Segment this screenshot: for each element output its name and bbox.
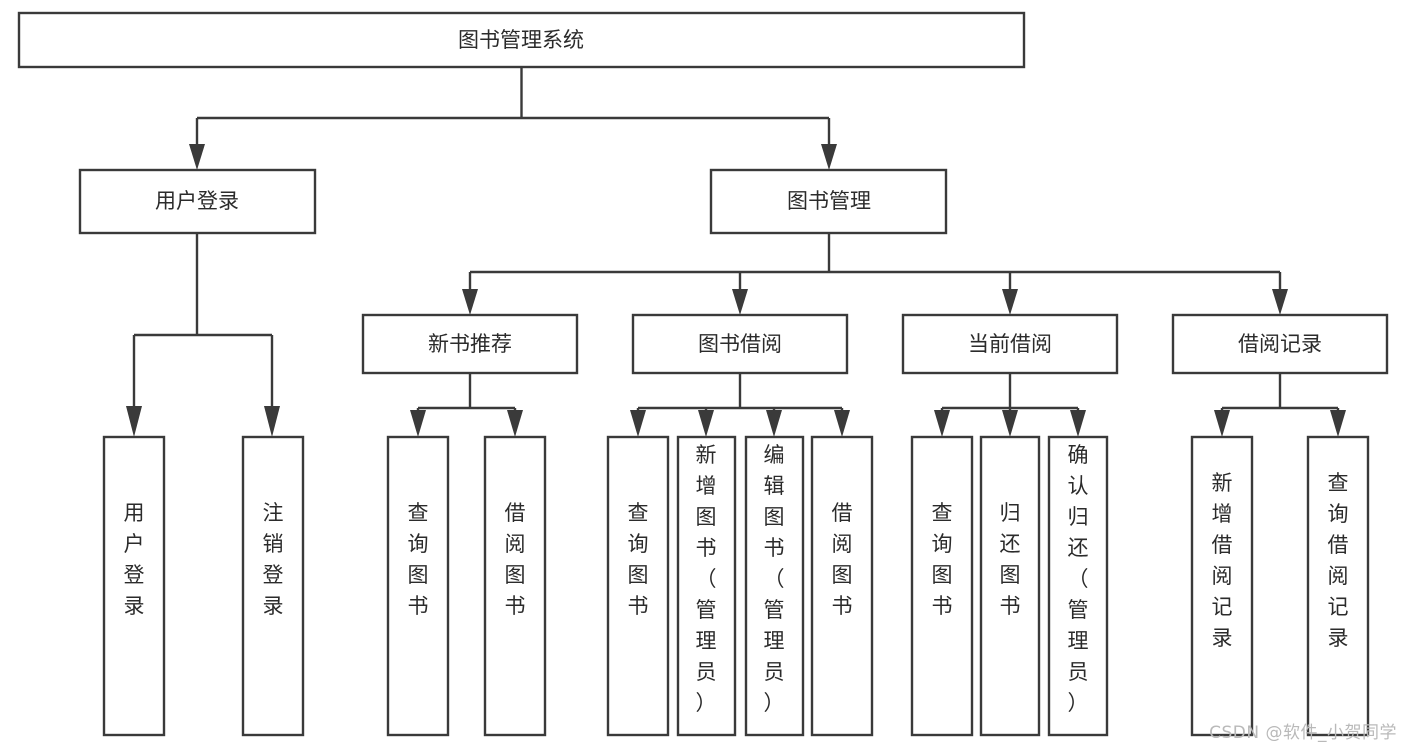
leaf-node[interactable]: 编辑图书（管理员） (744, 435, 805, 737)
leaf-box-1[interactable] (102, 435, 166, 737)
arrow-head-leaf10 (1002, 410, 1018, 437)
arrow-head-leaf5 (630, 410, 646, 437)
node-newbook-box[interactable] (361, 313, 579, 375)
node-current-box[interactable] (901, 313, 1119, 375)
arrow-head-leaf7 (766, 410, 782, 437)
leaf-box-13[interactable] (1306, 435, 1370, 737)
node-current-label: 当前借阅 (968, 332, 1052, 356)
arrow-head-leaf2 (264, 406, 280, 437)
leaf-node[interactable]: 用户登录 (102, 435, 166, 737)
leaf-label-6: 新增图书（管理员） (696, 443, 717, 715)
node-newbook[interactable]: 新书推荐 (361, 313, 579, 375)
leaf-box-6[interactable] (676, 435, 737, 737)
leaf-node[interactable]: 新增借阅记录 (1190, 435, 1254, 737)
leaf-label-12: 新增借阅记录 (1212, 471, 1233, 650)
node-root[interactable]: 图书管理系统 (17, 11, 1026, 69)
arrow-head-bookmgmt (821, 144, 837, 170)
connectors-level1-to-level2 (189, 67, 837, 170)
node-bookmgmt-box[interactable] (709, 168, 948, 235)
leaf-node[interactable]: 查询借阅记录 (1306, 435, 1370, 737)
leaf-box-5[interactable] (606, 435, 670, 737)
node-login-box[interactable] (78, 168, 317, 235)
node-borrow-label: 图书借阅 (698, 332, 782, 356)
arrow-head-leaf13 (1330, 410, 1346, 437)
leaf-node[interactable]: 借阅图书 (810, 435, 874, 737)
arrow-head-leaf1 (126, 406, 142, 437)
arrow-head-leaf8 (834, 410, 850, 437)
leaf-box-7[interactable] (744, 435, 805, 737)
node-bookmgmt[interactable]: 图书管理 (709, 168, 948, 235)
node-records-label: 借阅记录 (1238, 332, 1322, 356)
leaf-node[interactable]: 确认归还（管理员） (1047, 435, 1109, 737)
leaf-box-2[interactable] (241, 435, 305, 737)
leaf-label-2: 注销登录 (263, 501, 284, 618)
connectors-newbook-to-leaves (410, 373, 523, 437)
connectors-borrow-to-leaves (630, 373, 850, 437)
leaf-node[interactable]: 查询图书 (910, 435, 974, 737)
leaf-node[interactable]: 归还图书 (979, 435, 1041, 737)
leaf-node[interactable]: 查询图书 (606, 435, 670, 737)
leaf-label-11: 确认归还（管理员） (1068, 443, 1089, 715)
leaf-label-10: 归还图书 (1000, 501, 1021, 618)
arrow-head-login (189, 144, 205, 170)
leaf-label-1: 用户登录 (124, 501, 145, 618)
leaf-label-5: 查询图书 (628, 501, 649, 618)
leaf-node[interactable]: 查询图书 (386, 435, 450, 737)
leaf-box-9[interactable] (910, 435, 974, 737)
leaf-node[interactable]: 新增图书（管理员） (676, 435, 737, 737)
arrow-head-leaf6 (698, 410, 714, 437)
node-current[interactable]: 当前借阅 (901, 313, 1119, 375)
leaf-box-3[interactable] (386, 435, 450, 737)
node-borrow[interactable]: 图书借阅 (631, 313, 849, 375)
connectors-records-to-leaves (1214, 373, 1346, 437)
leaf-box-4[interactable] (483, 435, 547, 737)
leaf-label-9: 查询图书 (932, 501, 953, 618)
arrow-head-records (1272, 289, 1288, 315)
arrow-head-leaf11 (1070, 410, 1086, 437)
node-borrow-box[interactable] (631, 313, 849, 375)
leaf-box-8[interactable] (810, 435, 874, 737)
arrow-head-current (1002, 289, 1018, 315)
node-login[interactable]: 用户登录 (78, 168, 317, 235)
leaf-box-12[interactable] (1190, 435, 1254, 737)
leaf-label-4: 借阅图书 (505, 501, 526, 618)
leaf-label-7: 编辑图书（管理员） (764, 443, 785, 715)
arrow-head-borrow (732, 289, 748, 315)
leaf-box-11[interactable] (1047, 435, 1109, 737)
arrow-head-leaf9 (934, 410, 950, 437)
connectors-bookmgmt-to-level3 (462, 233, 1288, 315)
arrow-head-leaf12 (1214, 410, 1230, 437)
leaf-label-3: 查询图书 (408, 501, 429, 618)
arrow-head-leaf4 (507, 410, 523, 437)
node-bookmgmt-label: 图书管理 (787, 189, 871, 213)
leaf-label-8: 借阅图书 (832, 501, 853, 618)
node-login-label: 用户登录 (155, 189, 239, 213)
leaf-node[interactable]: 注销登录 (241, 435, 305, 737)
leaf-node[interactable]: 借阅图书 (483, 435, 547, 737)
connectors-login-to-leaves (126, 233, 280, 437)
connectors-current-to-leaves (934, 373, 1086, 437)
node-records-box[interactable] (1171, 313, 1389, 375)
node-root-label: 图书管理系统 (458, 28, 584, 52)
node-newbook-label: 新书推荐 (428, 332, 512, 356)
arrow-head-leaf3 (410, 410, 426, 437)
leaf-box-10[interactable] (979, 435, 1041, 737)
node-root-box[interactable] (17, 11, 1026, 69)
csdn-watermark: CSDN @软件_小贺同学 (1209, 723, 1397, 743)
node-records[interactable]: 借阅记录 (1171, 313, 1389, 375)
leaf-label-13: 查询借阅记录 (1328, 471, 1349, 650)
arrow-head-newbook (462, 289, 478, 315)
